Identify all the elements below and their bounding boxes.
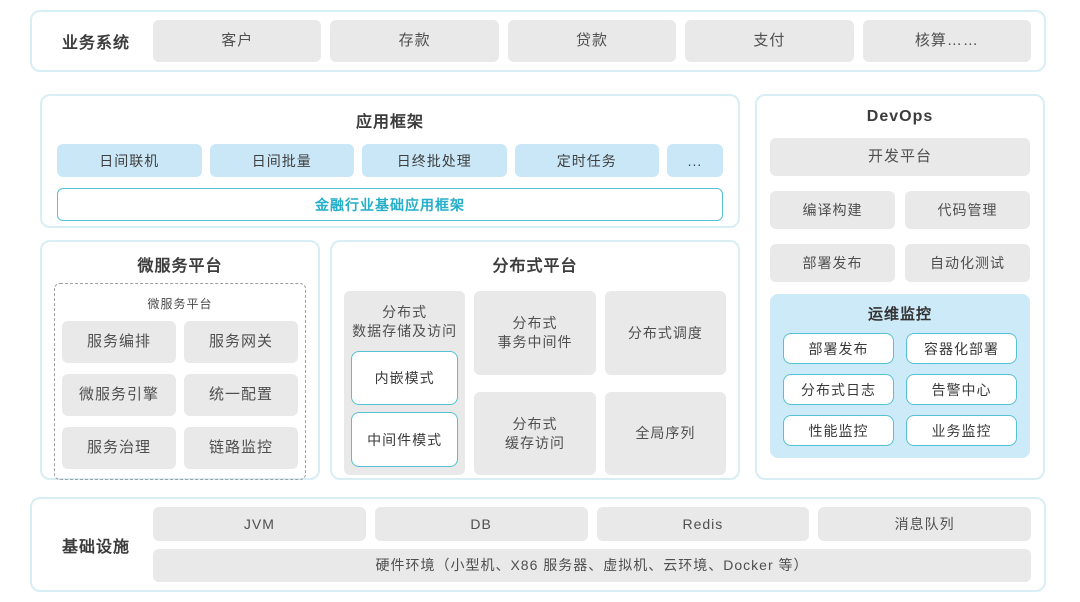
distributed-grid: 分布式 数据存储及访问 内嵌模式 中间件模式 分布式 事务中间件 分布式调度 分… xyxy=(344,291,726,475)
box-service-orchestration: 服务编排 xyxy=(62,321,176,363)
box-customer: 客户 xyxy=(153,20,322,62)
box-dev-platform: 开发平台 xyxy=(770,138,1030,176)
devops-title: DevOps xyxy=(866,108,934,125)
box-transaction-middleware: 分布式 事务中间件 xyxy=(474,291,596,375)
box-redis: Redis xyxy=(596,507,810,541)
box-deposits: 存款 xyxy=(330,20,499,62)
box-monitor-deploy-release: 部署发布 xyxy=(783,333,894,364)
box-hardware-environment: 硬件环境（小型机、X86 服务器、虚拟机、云环境、Docker 等） xyxy=(153,549,1031,582)
box-message-queue: 消息队列 xyxy=(818,507,1031,541)
box-deploy-release: 部署发布 xyxy=(770,244,895,282)
box-trace-monitoring: 链路监控 xyxy=(184,427,298,469)
microservice-panel: 微服务平台 微服务平台 服务编排 服务网关 微服务引擎 统一配置 服务治理 链路… xyxy=(40,240,320,480)
infrastructure-row: JVM DB Redis 消息队列 xyxy=(153,507,1031,541)
devops-tools-grid: 编译构建 代码管理 部署发布 自动化测试 xyxy=(770,191,1030,282)
box-cache-access: 分布式 缓存访问 xyxy=(474,392,596,475)
box-container-deploy: 容器化部署 xyxy=(906,333,1017,364)
microservice-grid: 服务编排 服务网关 微服务引擎 统一配置 服务治理 链路监控 xyxy=(62,321,298,469)
box-service-governance: 服务治理 xyxy=(62,427,176,469)
finance-base-framework: 金融行业基础应用框架 xyxy=(57,188,723,221)
box-service-gateway: 服务网关 xyxy=(184,321,298,363)
ops-monitoring-title: 运维监控 xyxy=(867,306,932,323)
devops-panel: DevOps 开发平台 编译构建 代码管理 部署发布 自动化测试 运维监控 部署… xyxy=(755,94,1045,480)
box-distributed-scheduling: 分布式调度 xyxy=(604,291,726,375)
data-storage-access-label: 分布式 数据存储及访问 xyxy=(352,304,458,339)
app-framework-title: 应用框架 xyxy=(355,114,424,131)
box-microservice-engine: 微服务引擎 xyxy=(62,374,176,416)
microservice-title: 微服务平台 xyxy=(137,258,223,275)
infrastructure-content: JVM DB Redis 消息队列 硬件环境（小型机、X86 服务器、虚拟机、云… xyxy=(153,507,1031,582)
box-jvm: JVM xyxy=(153,507,366,541)
box-distributed-logging: 分布式日志 xyxy=(783,374,894,405)
microservice-inner-group: 微服务平台 服务编排 服务网关 微服务引擎 统一配置 服务治理 链路监控 xyxy=(54,283,306,480)
business-systems-band: 业务系统 客户 存款 贷款 支付 核算…… xyxy=(30,10,1046,72)
infrastructure-band: 基础设施 JVM DB Redis 消息队列 硬件环境（小型机、X86 服务器、… xyxy=(30,497,1046,592)
box-code-management: 代码管理 xyxy=(905,191,1030,229)
infrastructure-label: 基础设施 xyxy=(61,538,130,556)
box-embedded-mode: 内嵌模式 xyxy=(351,350,459,406)
box-performance-monitoring: 性能监控 xyxy=(783,415,894,446)
box-data-storage-access: 分布式 数据存储及访问 内嵌模式 中间件模式 xyxy=(344,291,466,475)
box-global-sequence: 全局序列 xyxy=(604,392,726,475)
box-unified-config: 统一配置 xyxy=(184,374,298,416)
ops-monitoring-grid: 部署发布 容器化部署 分布式日志 告警中心 性能监控 业务监控 xyxy=(783,333,1017,446)
box-eod-batch: 日终批处理 xyxy=(362,144,507,177)
box-middleware-mode: 中间件模式 xyxy=(351,412,459,467)
microservice-inner-title: 微服务平台 xyxy=(147,297,213,311)
distributed-title: 分布式平台 xyxy=(492,258,578,275)
app-framework-panel: 应用框架 日间联机 日间批量 日终批处理 定时任务 ... 金融行业基础应用框架 xyxy=(40,94,740,228)
box-scheduled-tasks: 定时任务 xyxy=(514,144,659,177)
box-business-monitoring: 业务监控 xyxy=(906,415,1017,446)
box-automated-testing: 自动化测试 xyxy=(905,244,1030,282)
distributed-panel: 分布式平台 分布式 数据存储及访问 内嵌模式 中间件模式 分布式 事务中间件 分… xyxy=(330,240,740,480)
box-daytime-online: 日间联机 xyxy=(57,144,202,177)
box-compile-build: 编译构建 xyxy=(770,191,895,229)
box-db: DB xyxy=(374,507,588,541)
box-more-ellipsis: ... xyxy=(667,144,723,177)
ops-monitoring-group: 运维监控 部署发布 容器化部署 分布式日志 告警中心 性能监控 业务监控 xyxy=(770,294,1030,458)
box-daytime-batch: 日间批量 xyxy=(209,144,354,177)
box-alert-center: 告警中心 xyxy=(906,374,1017,405)
box-accounting: 核算…… xyxy=(862,20,1032,62)
box-loans: 贷款 xyxy=(507,20,677,62)
business-systems-label: 业务系统 xyxy=(61,35,130,52)
box-payments: 支付 xyxy=(685,20,854,62)
app-framework-row: 日间联机 日间批量 日终批处理 定时任务 ... xyxy=(57,144,723,177)
